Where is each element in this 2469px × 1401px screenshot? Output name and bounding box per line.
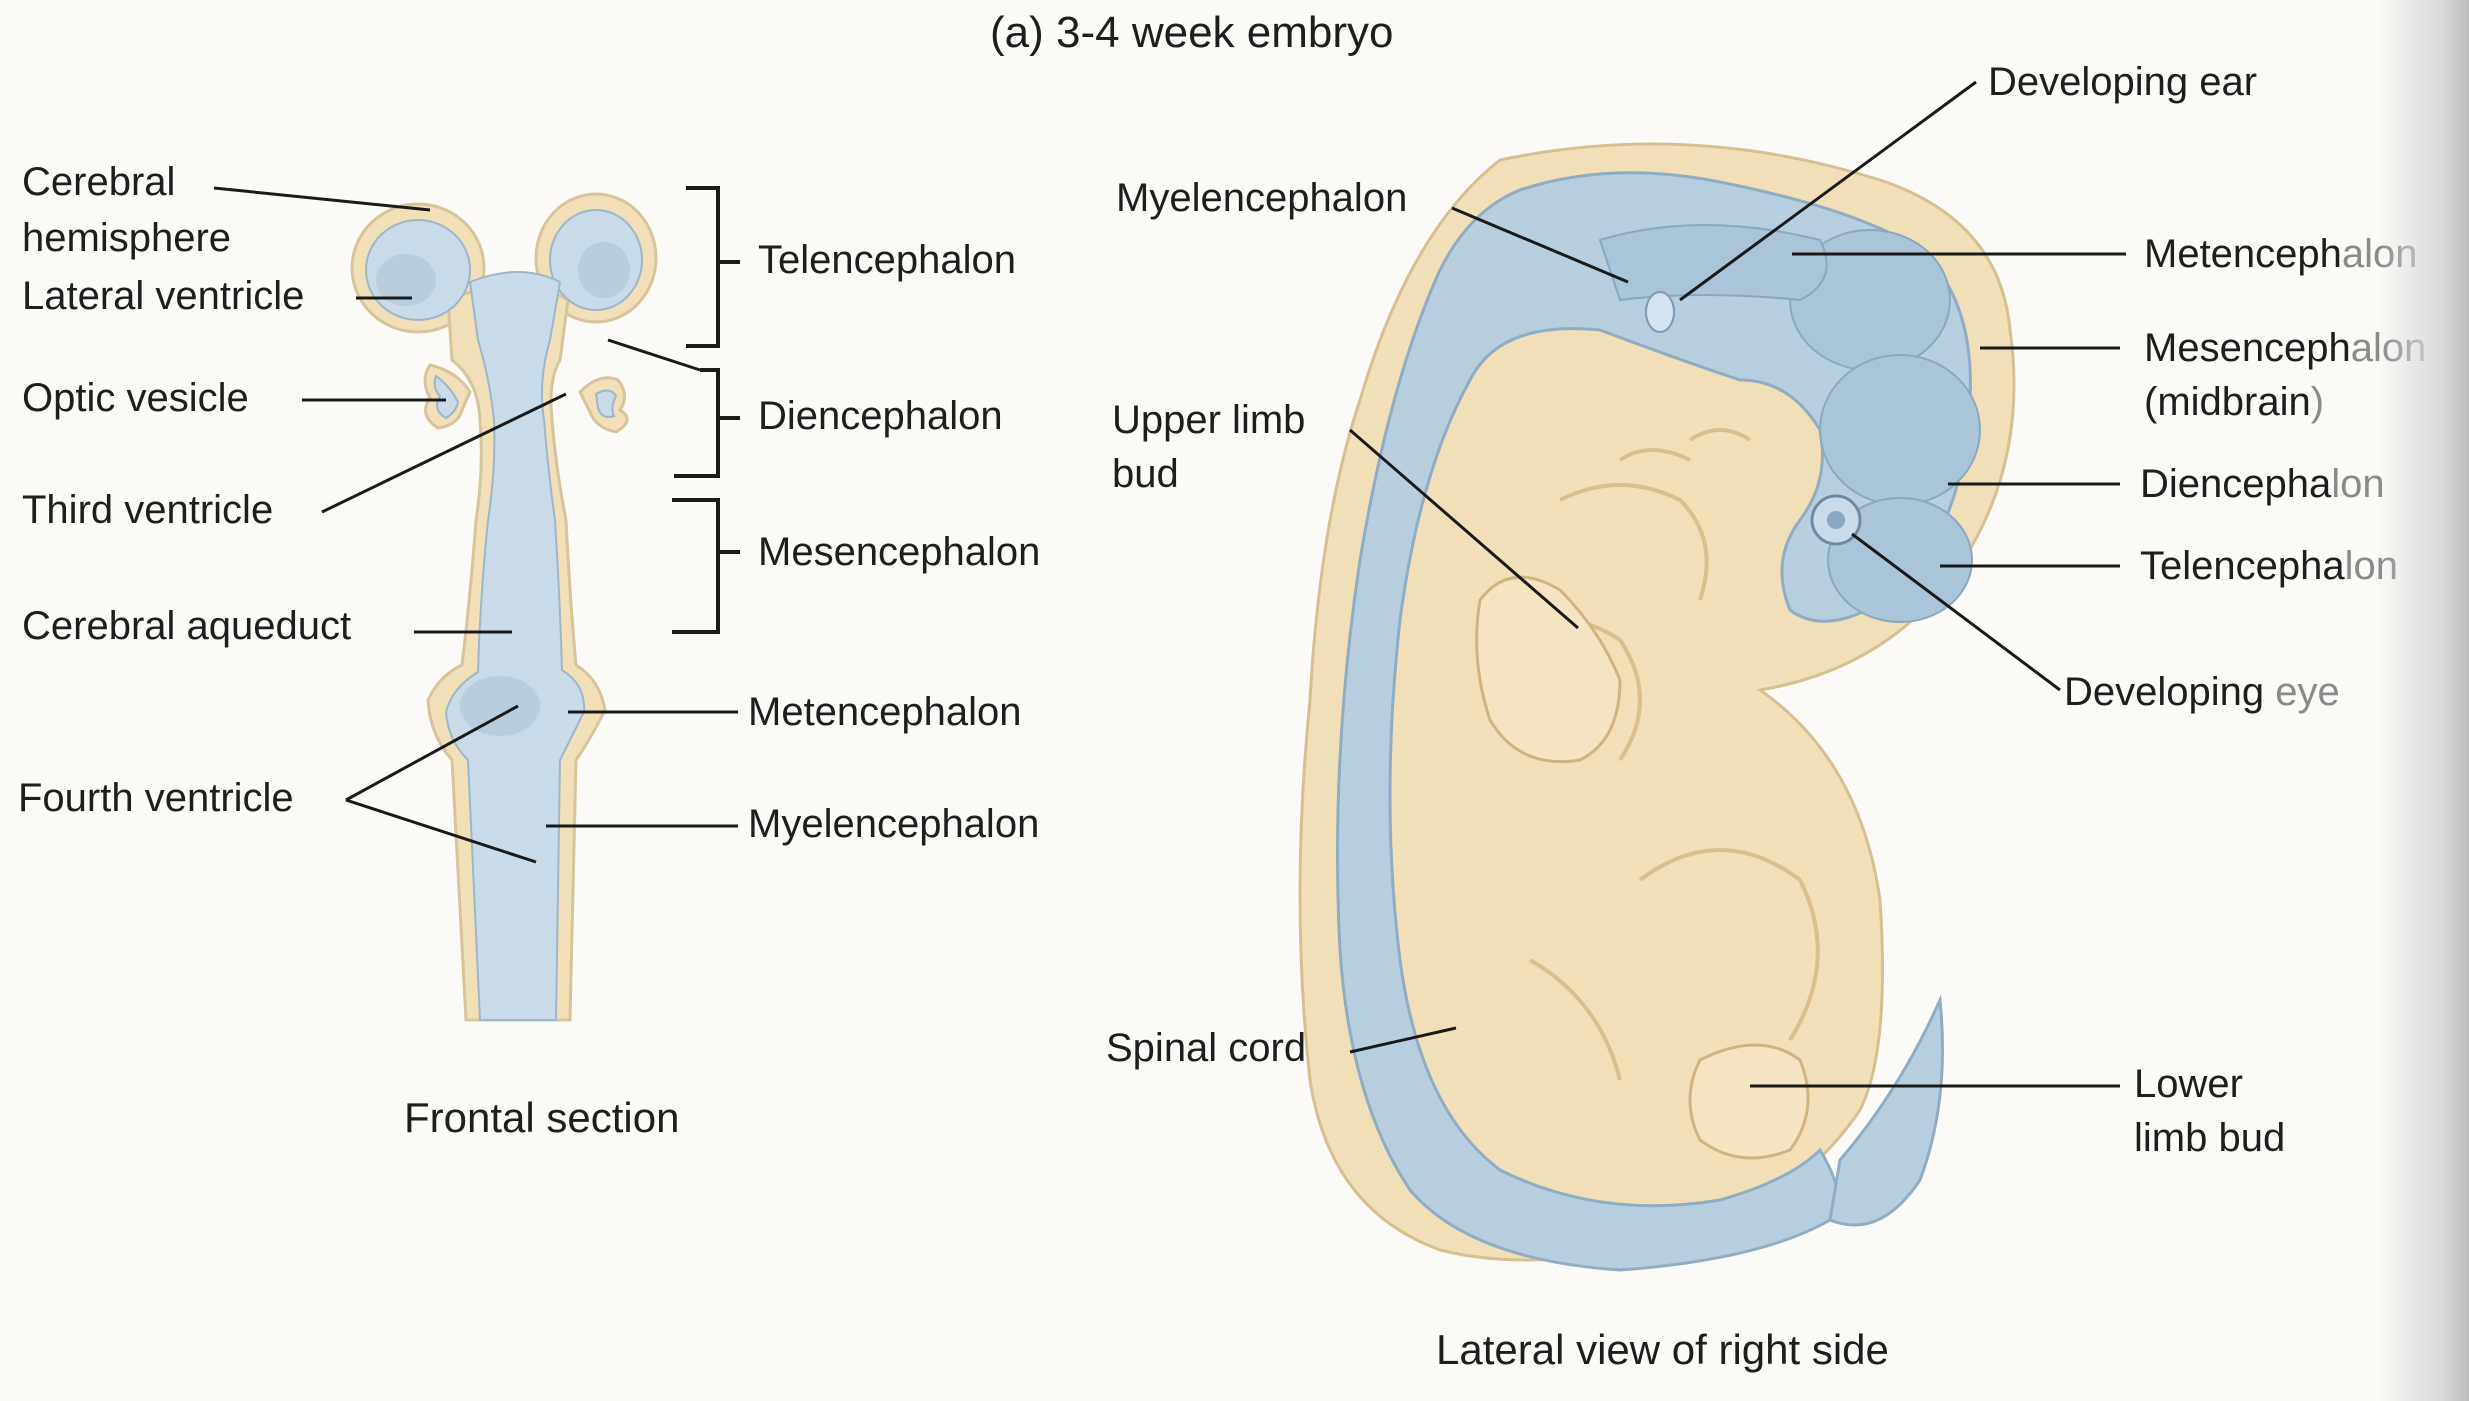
label-metencephalon-frontal: Metencephalon <box>748 690 1022 734</box>
label-myelencephalon-lateral: Myelencephalon <box>1116 176 1408 220</box>
label-cerebral-hemisphere-line1: Cerebral <box>22 160 176 204</box>
figure-title: (a) 3-4 week embryo <box>990 8 1394 57</box>
developing-ear <box>1645 291 1675 333</box>
lateral-body-folds <box>1498 428 1820 1081</box>
label-diencephalon-frontal: Diencephalon <box>758 394 1003 438</box>
upper-limb-bud-shape <box>1475 575 1622 764</box>
lateral-callout-lines <box>1349 80 2126 1088</box>
label-developing-ear: Developing ear <box>1988 60 2258 104</box>
label-mesencephalon-frontal: Mesencephalon <box>758 530 1041 574</box>
label-diencephalon-lateral: Diencephalon <box>2140 462 2385 506</box>
label-diencephalon-lateral-b: lon <box>2331 462 2385 506</box>
label-telencephalon-frontal: Telencephalon <box>758 238 1016 282</box>
lateral-brain-vesicles <box>1598 224 1981 623</box>
label-midbrain-a: (midbrain <box>2144 380 2311 424</box>
frontal-ventricle-shading <box>376 242 630 736</box>
label-mesencephalon-lateral-a: Mesenceph <box>2144 326 2351 370</box>
label-telencephalon-lateral-a: Telencepha <box>2140 544 2345 588</box>
label-developing-eye: Developing eye <box>2064 670 2340 714</box>
frontal-callout-lines <box>213 186 738 864</box>
frontal-section-drawing <box>213 186 740 1022</box>
caption-frontal-section: Frontal section <box>404 1094 680 1141</box>
lower-limb-bud-shape <box>1688 1043 1810 1160</box>
label-metencephalon-lateral: Metencephalon <box>2144 232 2418 276</box>
page-gutter-shadow <box>2379 0 2469 1401</box>
label-developing-eye-a: Developing <box>2064 670 2276 714</box>
developing-eye <box>1810 494 1862 546</box>
label-cerebral-aqueduct: Cerebral aqueduct <box>22 604 352 648</box>
label-optic-vesicle: Optic vesicle <box>22 376 249 420</box>
label-cerebral-hemisphere-line2: hemisphere <box>22 216 232 260</box>
label-upper-limb-bud-line2: bud <box>1112 452 1179 496</box>
label-midbrain: (midbrain) <box>2144 380 2324 424</box>
label-lateral-ventricle: Lateral ventricle <box>22 274 305 318</box>
label-lower-limb-bud-line1: Lower <box>2134 1062 2243 1106</box>
label-spinal-cord: Spinal cord <box>1106 1026 1307 1070</box>
lateral-view-drawing <box>1298 80 2126 1272</box>
label-metencephalon-lateral-a: Metenceph <box>2144 232 2342 276</box>
label-fourth-ventricle: Fourth ventricle <box>18 776 294 820</box>
label-third-ventricle: Third ventricle <box>22 488 274 532</box>
label-lower-limb-bud-line2: limb bud <box>2134 1116 2286 1160</box>
caption-lateral-view: Lateral view of right side <box>1436 1326 1889 1373</box>
label-telencephalon-lateral: Telencephalon <box>2140 544 2398 588</box>
label-diencephalon-lateral-a: Diencepha <box>2140 462 2332 506</box>
label-upper-limb-bud-line1: Upper limb <box>1112 398 1306 442</box>
label-midbrain-b: ) <box>2310 380 2325 424</box>
label-myelencephalon-frontal: Myelencephalon <box>748 802 1040 846</box>
tail <box>1828 994 1944 1227</box>
brain-region-brackets <box>672 186 740 634</box>
label-developing-eye-b: eye <box>2275 670 2340 714</box>
